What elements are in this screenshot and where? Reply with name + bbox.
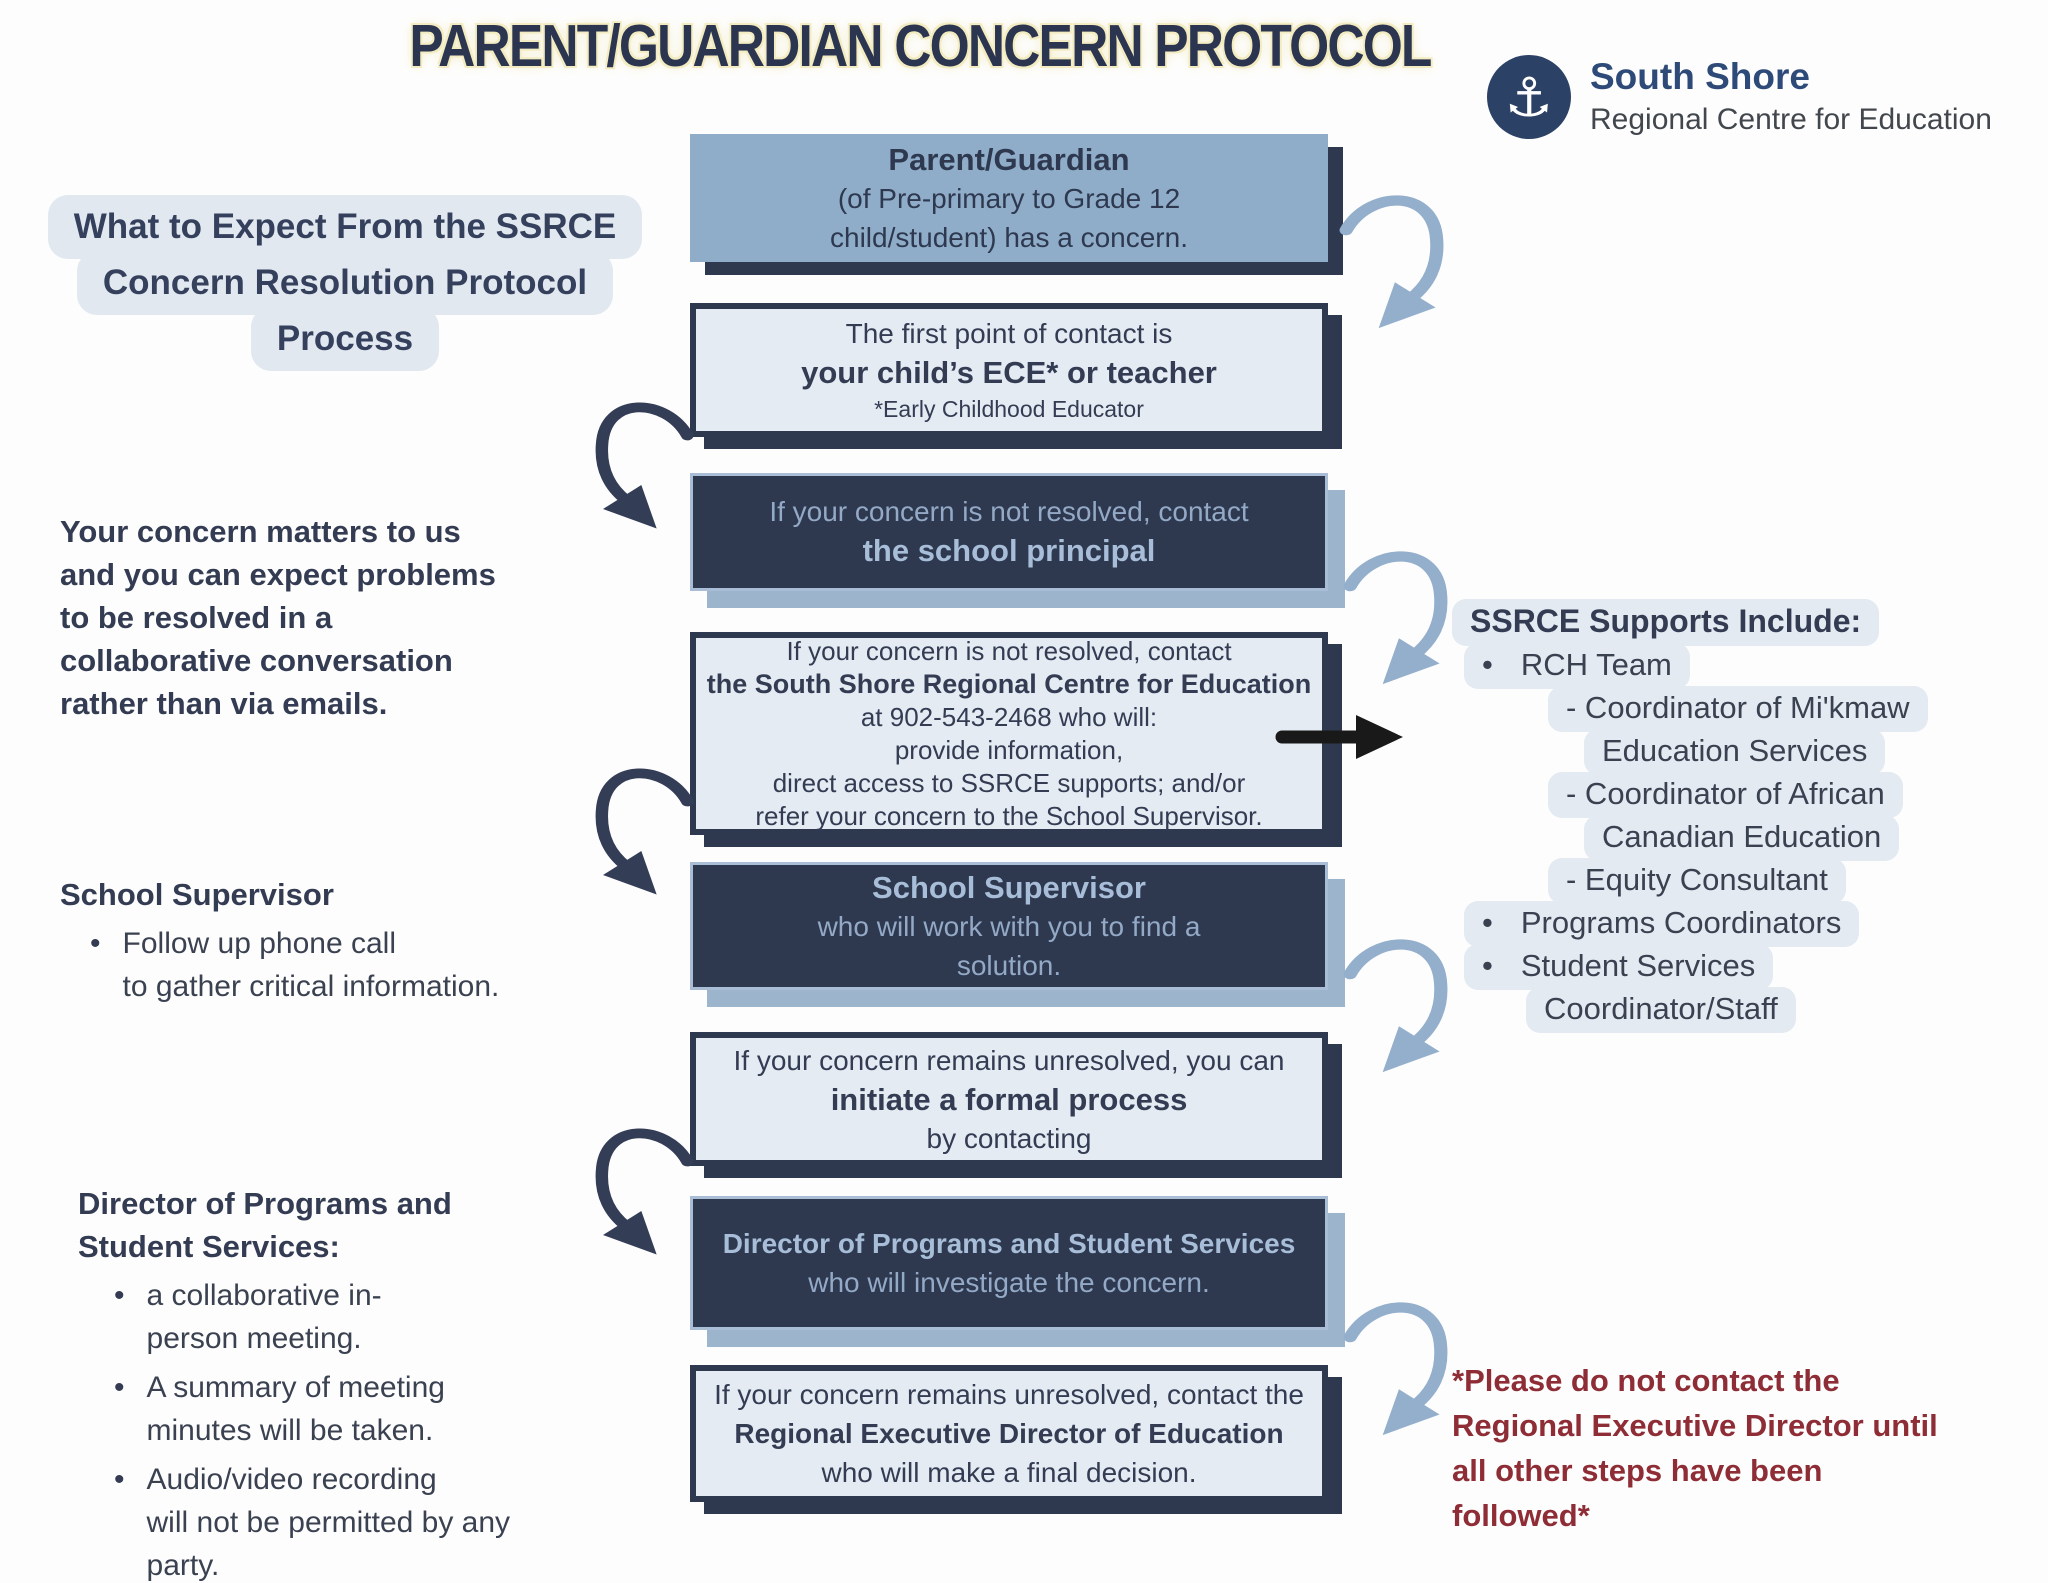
flow-box-text: The first point of contact is xyxy=(845,318,1173,349)
flow-box-text: who will investigate the concern. xyxy=(808,1267,1210,1298)
bullet-icon: • xyxy=(1482,905,1493,940)
logo-org-name: South Shore xyxy=(1590,56,1810,97)
list-item-text: Canadian Education xyxy=(1584,815,1900,861)
list-item-text: Programs Coordinators xyxy=(1520,905,1842,940)
flow-box-ssrce-contact: If your concern is not resolved, contact… xyxy=(690,632,1328,835)
supports-heading: SSRCE Supports Include: xyxy=(1452,599,1880,646)
list-item-text: a collaborative in- person meeting. xyxy=(146,1279,382,1355)
list-item: • RCH Team xyxy=(1464,643,1690,689)
list-item-text: Follow up phone call to gather critical … xyxy=(122,927,500,1003)
flow-box-title: School Supervisor xyxy=(872,869,1146,905)
curved-arrow-down-icon xyxy=(1338,178,1460,336)
south-shore-logo: ⚓ xyxy=(1487,55,1571,139)
list-item-text: Student Services xyxy=(1520,948,1756,983)
curved-arrow-down-icon xyxy=(580,386,695,536)
flow-box-text: who will make a final decision. xyxy=(821,1457,1197,1488)
flow-box-director: Director of Programs and Student Service… xyxy=(690,1196,1328,1330)
flow-box-text: at 902-543-2468 who will: xyxy=(860,701,1158,732)
school-supervisor-sidenote: School Supervisor • Follow up phone call… xyxy=(60,873,499,1008)
bullet-icon: • xyxy=(90,927,101,960)
flow-box-text: who will work with you to find a solutio… xyxy=(817,910,1201,981)
bullet-icon: • xyxy=(1482,647,1493,682)
right-arrow-icon xyxy=(1272,712,1407,762)
list-item: • Follow up phone call to gather critica… xyxy=(60,922,499,1008)
flow-box-text: direct access to SSRCE supports; and/or xyxy=(772,767,1246,798)
flow-box-parent-guardian: Parent/Guardian (of Pre-primary to Grade… xyxy=(690,134,1328,262)
anchor-icon: ⚓ xyxy=(1504,65,1554,129)
list-item-text: Audio/video recording will not be permit… xyxy=(146,1463,511,1582)
expect-heading-line1: What to Expect From the SSRCE xyxy=(47,195,643,259)
bullet-icon: • xyxy=(114,1371,125,1404)
list-item-text: A summary of meeting minutes will be tak… xyxy=(146,1371,445,1447)
list-item: • A summary of meeting minutes will be t… xyxy=(78,1366,510,1452)
list-item-text: Coordinator/Staff xyxy=(1526,987,1796,1033)
curved-arrow-down-icon xyxy=(580,752,695,902)
director-sidenote: Director of Programs and Student Service… xyxy=(78,1182,510,1583)
list-item: - Coordinator of African xyxy=(1548,772,1903,818)
flow-box-text: child/student) has a concern. xyxy=(830,221,1188,253)
flow-box-text: provide information, xyxy=(894,734,1124,765)
list-item: • a collaborative in- person meeting. xyxy=(78,1274,510,1360)
school-supervisor-sidenote-heading: School Supervisor xyxy=(60,877,334,912)
curved-arrow-down-icon xyxy=(1342,1285,1464,1443)
list-item: • Student Services xyxy=(1464,944,1774,990)
page-title: PARENT/GUARDIAN CONCERN PROTOCOL xyxy=(409,11,1432,79)
flow-box-school-supervisor: School Supervisor who will work with you… xyxy=(690,862,1328,990)
ssrce-supports-list: SSRCE Supports Include: • RCH Team - Coor… xyxy=(1452,599,1928,1033)
flow-box-text: (of Pre-primary to Grade 12 xyxy=(837,182,1181,214)
flow-box-regional-executive-director: If your concern remains unresolved, cont… xyxy=(690,1365,1328,1502)
executive-director-warning-note: *Please do not contact the Regional Exec… xyxy=(1452,1363,1938,1533)
curved-arrow-down-icon xyxy=(1342,922,1464,1080)
flow-box-formal-process: If your concern remains unresolved, you … xyxy=(690,1032,1328,1166)
bullet-icon: • xyxy=(114,1279,125,1312)
flow-box-title: the South Shore Regional Centre for Educ… xyxy=(706,668,1312,699)
flow-box-footnote: *Early Childhood Educator xyxy=(874,396,1144,422)
list-item: • Programs Coordinators xyxy=(1464,901,1860,947)
director-sidenote-heading: Director of Programs and Student Service… xyxy=(78,1186,452,1264)
flow-box-text: If your concern remains unresolved, cont… xyxy=(714,1379,1304,1410)
expect-heading: What to Expect From the SSRCE Concern Re… xyxy=(40,195,650,371)
list-item: - Equity Consultant xyxy=(1548,858,1846,904)
list-item-text: Education Services xyxy=(1584,729,1886,775)
flow-box-school-principal: If your concern is not resolved, contact… xyxy=(690,473,1328,591)
flow-box-title: Regional Executive Director of Education xyxy=(734,1418,1284,1449)
flow-box-title: initiate a formal process xyxy=(830,1081,1188,1117)
bullet-icon: • xyxy=(114,1463,125,1496)
concern-matters-paragraph: Your concern matters to us and you can e… xyxy=(60,514,496,721)
flow-box-text: If your concern is not resolved, contact xyxy=(786,635,1232,666)
logo-org-subtitle: Regional Centre for Education xyxy=(1590,103,1992,136)
list-item: • Audio/video recording will not be perm… xyxy=(78,1458,510,1583)
flow-box-title: your child’s ECE* or teacher xyxy=(801,355,1217,390)
flow-box-text: If your concern remains unresolved, you … xyxy=(733,1044,1285,1076)
list-item-text: RCH Team xyxy=(1520,647,1672,682)
flow-box-title: the school principal xyxy=(862,533,1156,568)
expect-heading-line2: Concern Resolution Protocol xyxy=(76,251,614,315)
list-item: - Coordinator of Mi'kmaw xyxy=(1548,686,1928,732)
flow-box-text: refer your concern to the School Supervi… xyxy=(755,800,1263,831)
flow-box-text: If your concern is not resolved, contact xyxy=(769,496,1249,527)
curved-arrow-down-icon xyxy=(1342,534,1464,692)
flow-box-title: Parent/Guardian xyxy=(888,141,1130,177)
curved-arrow-down-icon xyxy=(580,1112,695,1262)
flow-box-first-contact: The first point of contact is your child… xyxy=(690,303,1328,437)
flow-box-title: Director of Programs and Student Service… xyxy=(722,1228,1296,1259)
expect-heading-line3: Process xyxy=(250,307,440,371)
bullet-icon: • xyxy=(1482,948,1493,983)
flow-box-text: by contacting xyxy=(926,1122,1092,1154)
